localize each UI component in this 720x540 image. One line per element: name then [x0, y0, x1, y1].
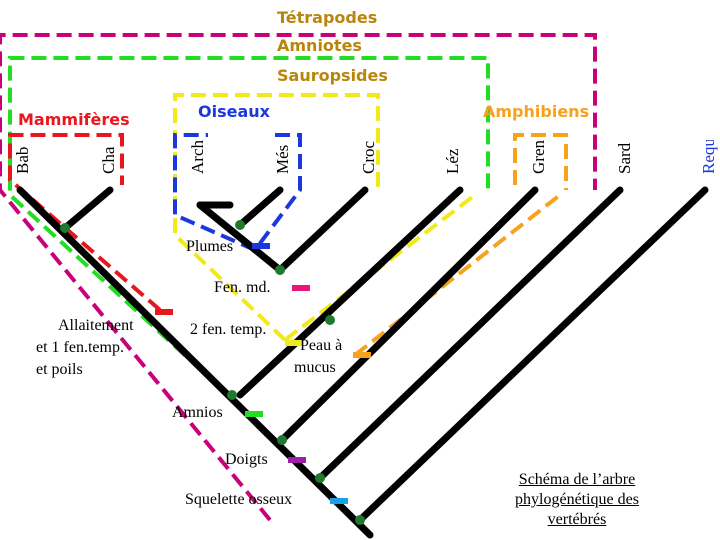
- character-allaitement-2: et 1 fen.temp.: [36, 339, 124, 356]
- character-2-fen-temp: 2 fen. temp.: [190, 321, 267, 338]
- taxon-label-gren: Gren: [529, 140, 548, 174]
- node: [235, 220, 245, 230]
- mark-plumes: [252, 243, 270, 249]
- taxon-gren-clip: Gren: [528, 140, 550, 174]
- branch-mes: [236, 186, 284, 229]
- mark-squelette: [330, 498, 348, 504]
- character-allaitement-1: Allaitement: [58, 317, 134, 334]
- amphibiens-bracket: [353, 133, 568, 357]
- taxon-label-lez: Léz: [443, 148, 462, 174]
- node: [227, 390, 237, 400]
- taxon-bab-clip: Bab: [12, 140, 34, 174]
- character-peau-2: mucus: [294, 359, 336, 376]
- taxon-lez-clip: Léz: [442, 140, 464, 174]
- mark-peau: [353, 352, 371, 358]
- amphibiens-label: Amphibiens: [483, 102, 590, 121]
- taxon-sard-clip: Sard: [614, 140, 636, 174]
- taxon-label-croc: Croc: [359, 140, 378, 174]
- taxon-arch-clip: Arch: [187, 140, 209, 174]
- node: [325, 315, 335, 325]
- node: [60, 223, 70, 233]
- taxon-mes-clip: Més: [272, 140, 294, 174]
- branch-sarcopt: [316, 186, 624, 482]
- node: [277, 435, 287, 445]
- node: [315, 473, 325, 483]
- character-doigts: Doigts: [225, 451, 268, 468]
- amniotes-label: Amniotes: [277, 36, 362, 55]
- branch-amph: [278, 186, 539, 444]
- tree-nodes: [60, 220, 365, 525]
- branch-croc: [276, 186, 369, 274]
- taxon-label-sard: Sard: [615, 142, 634, 174]
- sauropsides-bracket: [173, 93, 380, 342]
- taxon-label-mes: Més: [273, 144, 292, 174]
- taxon-label-cha: Cha: [99, 146, 118, 174]
- mark-amnios: [245, 411, 263, 417]
- character-allaitement-3: et poils: [36, 361, 83, 378]
- branch-archo: [236, 186, 464, 399]
- taxon-label-requ: Requ: [699, 140, 718, 174]
- mark-2-fen-temp: [285, 340, 303, 346]
- branch-arch: [196, 201, 284, 274]
- node: [355, 515, 365, 525]
- node: [275, 265, 285, 275]
- branch-bab: [61, 186, 114, 232]
- taxon-label-arch: Arch: [188, 140, 207, 174]
- character-amnios: Amnios: [172, 404, 223, 421]
- mark-allaitement: [155, 309, 173, 315]
- character-peau-1: Peau à: [300, 337, 343, 354]
- taxon-requ-clip: Requ: [698, 140, 720, 174]
- tetrapodes-label: Tétrapodes: [277, 8, 378, 27]
- character-fen-md: Fen. md.: [214, 279, 271, 296]
- branch-root: [16, 186, 374, 539]
- mammiferes-bracket: [8, 133, 162, 312]
- branch-requ: [356, 186, 709, 524]
- taxon-label-bab: Bab: [13, 146, 32, 174]
- taxon-croc-clip: Croc: [358, 140, 380, 174]
- oiseaux-label: Oiseaux: [198, 102, 270, 121]
- tree-branches: [16, 186, 709, 539]
- character-squelette: Squelette osseux: [185, 491, 293, 508]
- sauropsides-label: Sauropsides: [277, 66, 388, 85]
- mark-doigts: [288, 457, 306, 463]
- mark-fen-md: [292, 285, 310, 291]
- character-plumes: Plumes: [186, 238, 234, 255]
- diagram-caption: Schéma de l’arbre phylogénétique des ver…: [515, 471, 639, 528]
- mammiferes-label: Mammifères: [18, 110, 130, 129]
- amniotes-bracket: [8, 56, 490, 417]
- taxon-cha-clip: Cha: [98, 140, 120, 174]
- oiseaux-bracket: [173, 133, 302, 252]
